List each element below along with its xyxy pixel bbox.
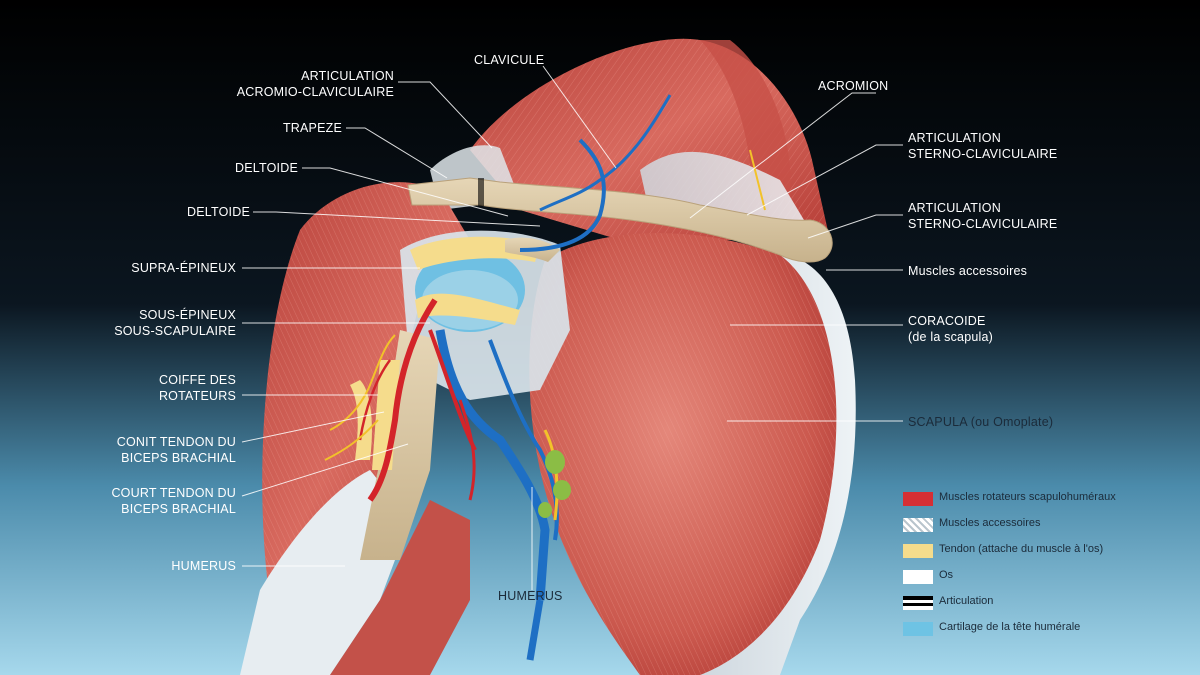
legend-item-muscles-accessoires: Muscles accessoires: [903, 515, 1193, 541]
label-articulation-acromio-claviculaire: ARTICULATION ACROMIO-CLAVICULAIRE: [228, 68, 394, 100]
legend-swatch-striped: [903, 596, 933, 610]
label-articulation-sterno-claviculaire-b: ARTICULATION STERNO-CLAVICULAIRE: [908, 200, 1057, 232]
legend: Muscles rotateurs scapulohuméraux Muscle…: [903, 489, 1193, 645]
label-clavicule: CLAVICULE: [474, 52, 544, 68]
label-deltoide-lower: DELTOIDE: [150, 204, 250, 220]
label-conit-tendon-biceps: CONIT TENDON DU BICEPS BRACHIAL: [90, 434, 236, 466]
label-coracoide: CORACOIDE (de la scapula): [908, 313, 993, 345]
label-muscles-accessoires: Muscles accessoires: [908, 263, 1027, 279]
label-coiffe-des-rotateurs: COIFFE DES ROTATEURS: [120, 372, 236, 404]
label-humerus-left: HUMERUS: [130, 558, 236, 574]
legend-swatch-white: [903, 570, 933, 584]
legend-item-os: Os: [903, 567, 1193, 593]
label-scapula: SCAPULA (ou Omoplate): [908, 414, 1053, 430]
legend-swatch-yellow: [903, 544, 933, 558]
legend-swatch-hatched: [903, 518, 933, 532]
label-deltoide-upper: DELTOIDE: [196, 160, 298, 176]
legend-item-articulation: Articulation: [903, 593, 1193, 619]
label-court-tendon-biceps: COURT TENDON DU BICEPS BRACHIAL: [90, 485, 236, 517]
label-humerus-center: HUMERUS: [498, 588, 563, 604]
label-acromion: ACROMION: [818, 78, 888, 94]
legend-item-cartilage: Cartilage de la tête humérale: [903, 619, 1193, 645]
legend-item-tendon: Tendon (attache du muscle à l'os): [903, 541, 1193, 567]
legend-swatch-red: [903, 492, 933, 506]
label-articulation-sterno-claviculaire-a: ARTICULATION STERNO-CLAVICULAIRE: [908, 130, 1057, 162]
legend-swatch-blue: [903, 622, 933, 636]
label-trapeze: TRAPEZE: [226, 120, 342, 136]
label-supra-epineux: SUPRA-ÉPINEUX: [110, 260, 236, 276]
label-sous-epineux-sous-scapulaire: SOUS-ÉPINEUX SOUS-SCAPULAIRE: [90, 307, 236, 339]
legend-item-muscles-rotateurs: Muscles rotateurs scapulohuméraux: [903, 489, 1193, 515]
